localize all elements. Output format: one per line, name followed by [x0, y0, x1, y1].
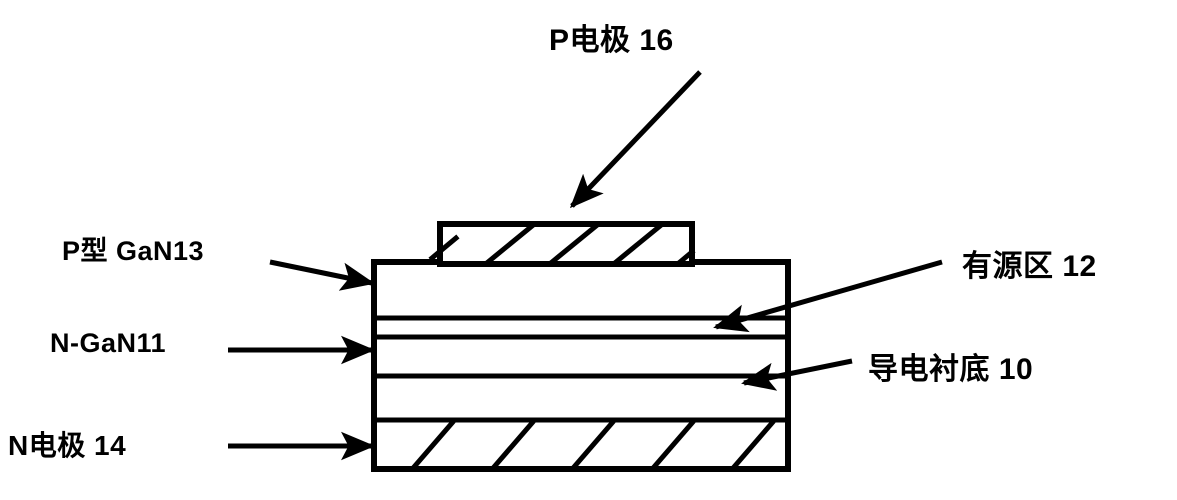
p-electrode-layer	[428, 221, 696, 267]
label-n-electrode: N电极 14	[8, 430, 127, 461]
leader-p-electrode	[569, 70, 702, 209]
label-conductive-substrate: 导电衬底 10	[868, 353, 1034, 386]
leader-conductive-substrate	[741, 358, 853, 391]
n-electrode-hatching	[410, 419, 776, 471]
leader-lines	[228, 70, 943, 461]
leader-p-type-gan	[269, 259, 375, 291]
label-n-gan: N-GaN11	[50, 328, 167, 358]
label-p-type-gan: P型 GaN13	[62, 236, 205, 266]
leader-active-region	[713, 259, 943, 333]
label-p-electrode: P电极 16	[549, 24, 674, 57]
label-active-region: 有源区 12	[962, 250, 1097, 283]
p-electrode-hatching	[428, 222, 696, 266]
p-electrode-block	[437, 221, 695, 267]
